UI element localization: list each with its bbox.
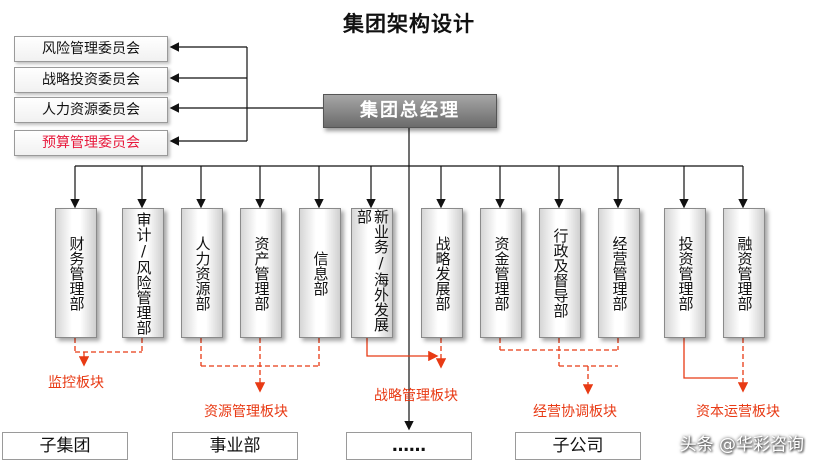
group-label-strategy: 战略管理板块 [374,388,458,404]
diagram-title: 集团架构设计 [343,12,475,36]
group-label-resource: 资源管理板块 [204,404,288,420]
dept-financing: 融资管理部 [723,208,765,338]
dept-hr: 人力资源部 [181,208,223,338]
committee-budget: 预算管理委员会 [14,130,168,156]
ceo-box: 集团总经理 [323,94,497,128]
dept-audit-risk: 审计/风险管理部 [122,208,164,338]
bottom-subsidiary: 子公司 [515,432,641,460]
group-label-capital: 资本运营板块 [696,404,780,420]
bottom-subgroup: 子集团 [2,432,128,460]
bottom-ellipsis: …… [346,432,472,460]
committee-hr: 人力资源委员会 [14,97,168,123]
committee-strategy-investment: 战略投资委员会 [14,67,168,93]
group-label-operations: 经营协调板块 [533,404,617,420]
watermark-text: 头条 @华彩咨询 [679,435,804,455]
dept-strategy: 战略发展部 [421,208,463,338]
dept-finance: 财务管理部 [55,208,97,338]
dept-info: 信息部 [299,208,341,338]
dept-funds: 资金管理部 [480,208,522,338]
dept-operations: 经营管理部 [598,208,640,338]
group-label-monitoring: 监控板块 [48,375,104,391]
committee-risk: 风险管理委员会 [14,36,168,62]
dept-asset: 资产管理部 [240,208,282,338]
dept-admin-supervision: 行政及督导部 [539,208,581,338]
dept-new-business: 新业务/海外发展部 [351,208,393,338]
bottom-business-unit: 事业部 [172,432,298,460]
dept-investment: 投资管理部 [664,208,706,338]
